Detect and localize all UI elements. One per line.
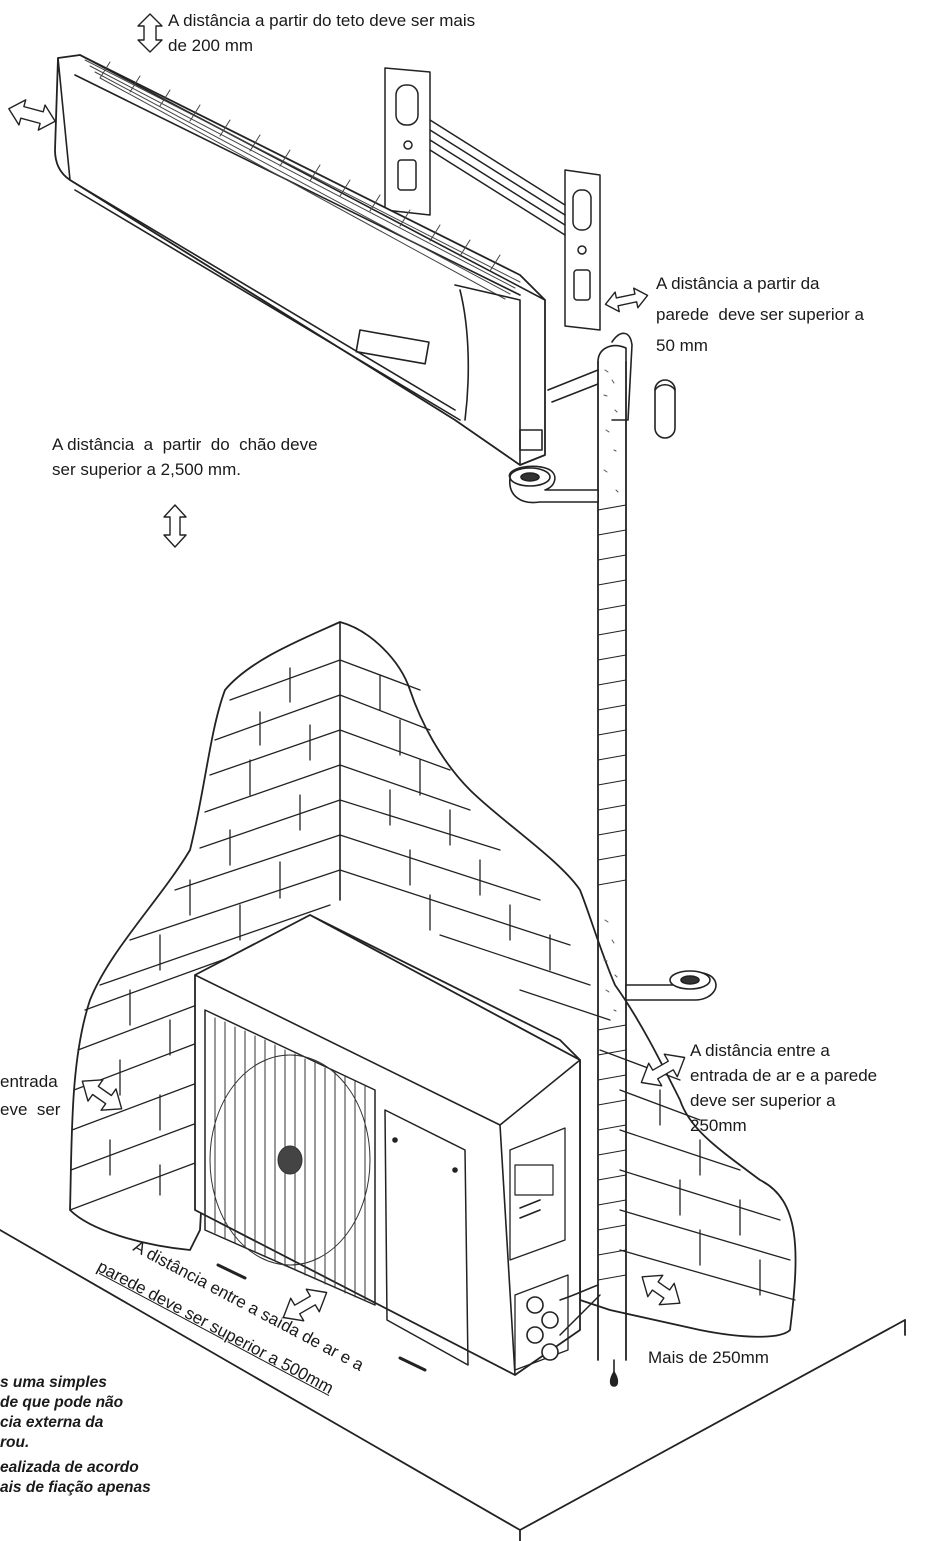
- wall-clearance-label: A distância a partir da parede deve ser …: [656, 274, 864, 355]
- side-clearance-label: Mais de 250mm: [648, 1348, 769, 1367]
- outdoor-unit: [194, 914, 601, 1376]
- indoor-unit: [54, 54, 546, 466]
- pipe-clamp: [625, 970, 717, 1001]
- clearance-arrow: [640, 1053, 686, 1087]
- ceiling-clearance-label: A distância a partir do teto deve ser ma…: [168, 11, 476, 55]
- brick-wall: [69, 621, 797, 1338]
- mounting-plate: [384, 67, 601, 331]
- note-paragraph-1: s uma simples de que pode não cia extern…: [0, 1374, 124, 1451]
- inlet-clearance-label-partial: entrada eve ser: [0, 1072, 61, 1119]
- clearance-arrow: [137, 13, 163, 53]
- refrigerant-pipe: [547, 332, 676, 1387]
- clearance-arrow: [8, 99, 56, 131]
- clearance-arrow: [604, 287, 649, 313]
- clearance-arrow: [641, 1274, 681, 1306]
- clearance-arrow: [282, 1288, 328, 1322]
- floor-slab: [0, 1229, 906, 1541]
- pipe-clamp: [508, 465, 599, 504]
- clearance-arrow: [163, 504, 187, 548]
- inlet-clearance-label: A distância entre a entrada de ar e a pa…: [690, 1041, 878, 1135]
- clearance-arrow: [81, 1079, 123, 1111]
- note-paragraph-2: ealizada de acordo ais de fiação apenas: [0, 1459, 151, 1496]
- floor-clearance-label: A distância a partir do chão deve ser su…: [52, 435, 318, 479]
